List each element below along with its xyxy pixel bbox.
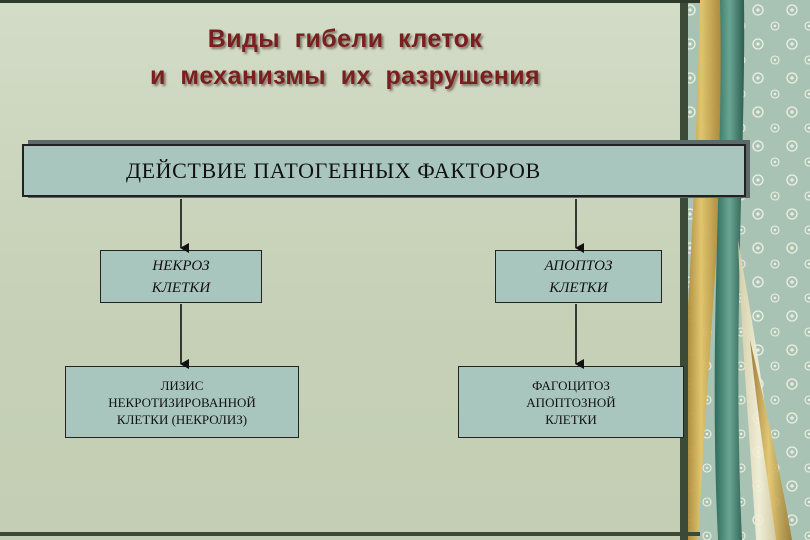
phagocytosis-label-line-3: КЛЕТКИ [545,411,596,428]
pathogenic-factors-box: ДЕЙСТВИЕ ПАТОГЕННЫХ ФАКТОРОВ [22,144,746,197]
necrolysis-box: ЛИЗИС НЕКРОТИЗИРОВАННОЙ КЛЕТКИ (НЕКРОЛИЗ… [65,366,299,438]
bottom-edge-line [0,532,700,536]
decorative-side-panel [680,0,810,540]
slide-title-line-2: и механизмы их разрушения [40,62,650,91]
decorative-ribbons-graphic [680,0,810,540]
necrolysis-label-line-3: КЛЕТКИ (НЕКРОЛИЗ) [117,411,247,428]
apoptosis-label-line-1: АПОПТОЗ [545,255,613,277]
necrolysis-label-line-2: НЕКРОТИЗИРОВАННОЙ [108,394,256,411]
pathogenic-factors-label: ДЕЙСТВИЕ ПАТОГЕННЫХ ФАКТОРОВ [126,158,541,184]
phagocytosis-label-line-2: АПОПТОЗНОЙ [526,394,615,411]
apoptosis-label-line-2: КЛЕТКИ [549,277,607,299]
apoptosis-box: АПОПТОЗ КЛЕТКИ [495,250,662,303]
necrosis-label-line-1: НЕКРОЗ [152,255,209,277]
top-edge-line [0,0,700,3]
necrosis-label-line-2: КЛЕТКИ [152,277,210,299]
necrolysis-label-line-1: ЛИЗИС [161,377,204,394]
necrosis-box: НЕКРОЗ КЛЕТКИ [100,250,262,303]
slide-title-line-1: Виды гибели клеток [40,25,650,54]
phagocytosis-box: ФАГОЦИТОЗ АПОПТОЗНОЙ КЛЕТКИ [458,366,684,438]
phagocytosis-label-line-1: ФАГОЦИТОЗ [532,377,610,394]
